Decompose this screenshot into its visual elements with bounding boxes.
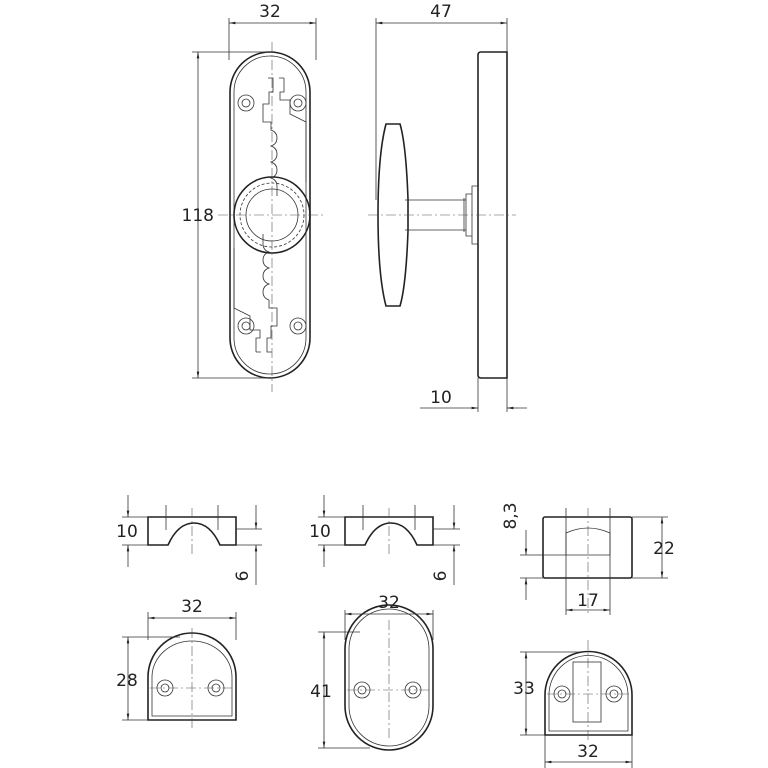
dim-rosette3-slot: 17 <box>577 591 599 611</box>
dim-plate-height: 118 <box>182 206 214 226</box>
rosette-3-top <box>520 640 633 768</box>
dim-rosette2-height: 10 <box>309 522 331 542</box>
rosette-2-top <box>318 604 434 751</box>
dim-rosette3-depth: 33 <box>513 679 535 699</box>
rosette-1-side <box>122 495 262 585</box>
side-view <box>368 18 527 412</box>
dim-rosette1-recess: 6 <box>233 571 253 582</box>
rosette-1-top <box>122 612 237 728</box>
rosette-3-side <box>520 508 668 615</box>
dim-rosette3-width: 32 <box>577 742 599 762</box>
front-plate-view <box>218 42 326 392</box>
rosette-2-side <box>318 495 460 585</box>
dim-rosette2-width: 32 <box>378 593 400 613</box>
dim-rosette1-depth: 28 <box>116 671 138 691</box>
front-dimensions <box>192 18 317 379</box>
dim-plate-thickness: 10 <box>430 388 452 408</box>
dim-rosette3-height: 22 <box>653 539 675 559</box>
dim-rosette2-depth: 41 <box>310 682 332 702</box>
dim-rosette1-height: 10 <box>116 522 138 542</box>
dim-rosette3-offset: 8,3 <box>501 502 521 529</box>
dim-rosette1-width: 32 <box>181 597 203 617</box>
dim-handle-depth: 47 <box>430 2 452 22</box>
dim-plate-width: 32 <box>259 2 281 22</box>
dim-rosette2-recess: 6 <box>431 571 451 582</box>
